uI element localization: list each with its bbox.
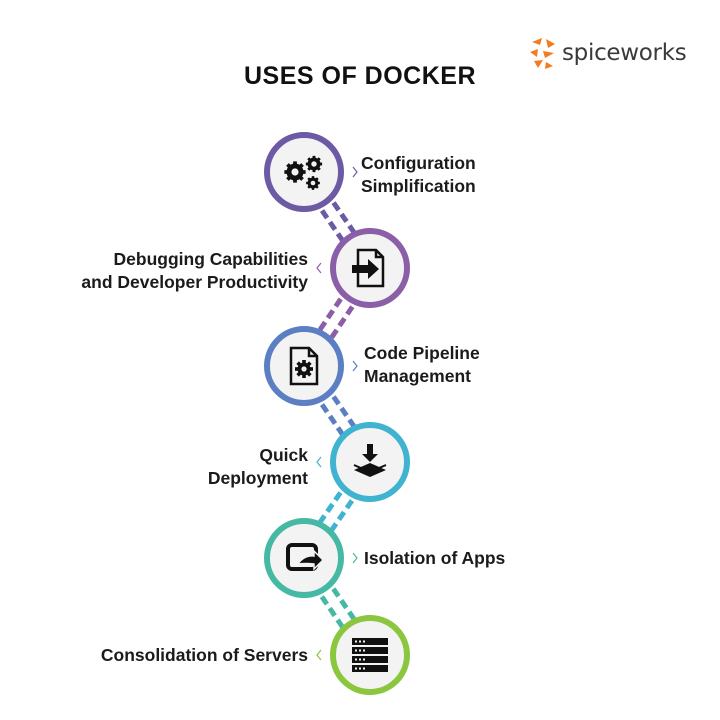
server-rack-icon: [352, 638, 388, 672]
chevron-right-icon: [352, 360, 358, 372]
node-6: [316, 615, 410, 695]
label-quick-deployment: Quick Deployment: [207, 445, 308, 488]
spiceworks-logo-icon: [530, 38, 555, 69]
node-4: [316, 422, 410, 502]
chevron-right-icon: [352, 166, 358, 178]
download-layers-icon: [353, 444, 387, 477]
page-title: USES OF DOCKER: [243, 62, 477, 90]
brand-name: spiceworks: [562, 40, 687, 66]
chevron-left-icon: [316, 649, 322, 661]
chevron-left-icon: [316, 456, 322, 468]
gears-icon: [284, 155, 323, 190]
node-1: [264, 132, 358, 212]
chevron-right-icon: [352, 552, 358, 564]
node-3: [264, 326, 358, 406]
node-2: [316, 228, 410, 308]
node-ring-6: [330, 615, 410, 695]
label-isolation-of-apps: Isolation of Apps: [364, 548, 506, 568]
label-consolidation-of-servers: Consolidation of Servers: [100, 645, 308, 665]
file-settings-icon: [289, 346, 319, 386]
brand-logo: spiceworks: [528, 36, 687, 70]
label-configuration-simplification: Configuration Simplification: [361, 153, 476, 196]
file-import-icon: [352, 248, 385, 288]
label-code-pipeline-management: Code Pipeline Management: [364, 343, 480, 386]
label-debugging-capabilities: Debugging Capabilities and Developer Pro…: [81, 249, 308, 292]
chevron-left-icon: [316, 262, 322, 274]
window-redirect-icon: [286, 543, 325, 571]
node-5: [264, 518, 358, 598]
